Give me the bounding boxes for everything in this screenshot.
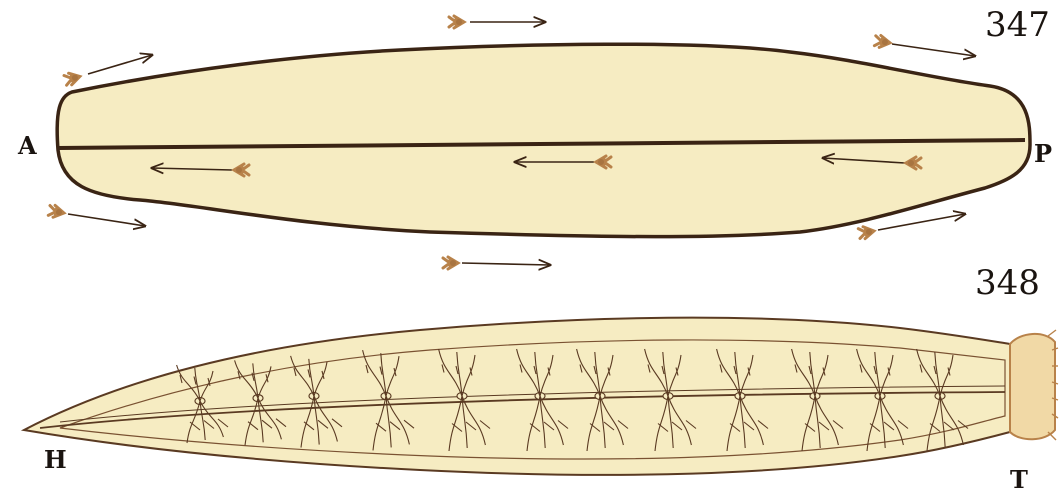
figure-348-number: 348 (975, 266, 1040, 300)
figure-347 (48, 16, 1030, 269)
label-posterior: P (1034, 142, 1052, 166)
label-anterior: A (18, 134, 37, 158)
figure-347-number: 347 (985, 8, 1050, 42)
figure-348 (24, 318, 1058, 475)
posterior-sucker (1010, 334, 1055, 439)
leech-body-348 (24, 318, 1010, 475)
label-tail: T (1010, 468, 1028, 492)
label-head: H (44, 448, 67, 472)
